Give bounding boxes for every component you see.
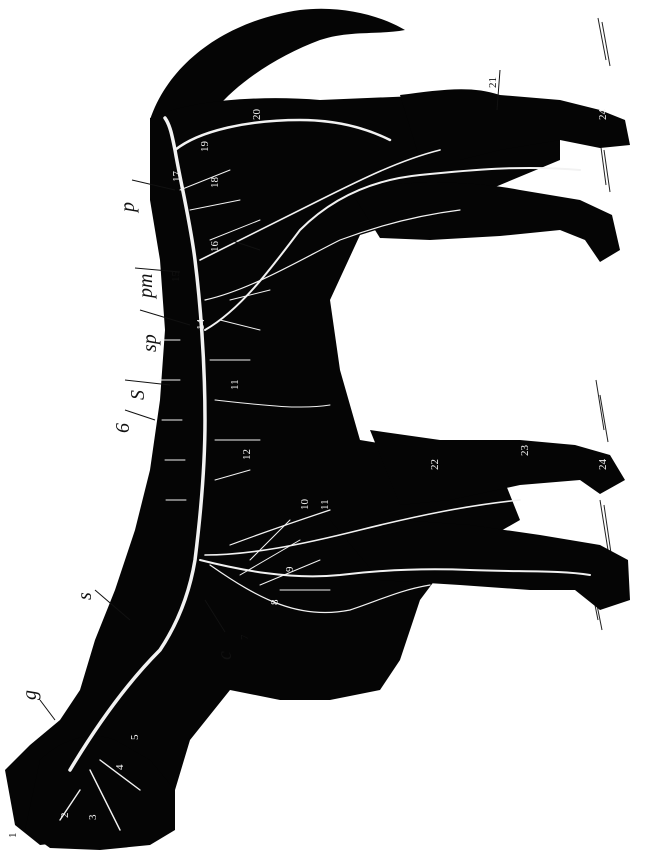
label-S: S [128,390,148,400]
label-16: 16 [210,241,221,252]
hind-leg-near [350,183,620,263]
label-20: 20 [252,109,263,120]
label-sp: sp [140,334,160,352]
label-22: 22 [430,459,441,470]
label-7: 7 [240,635,251,641]
label-c: c [215,651,235,660]
label-3: 3 [88,815,99,821]
label-pm: pm [136,274,156,298]
label-s-upper: s [75,592,95,600]
label-g: g [20,690,40,700]
label-14: 14 [196,319,207,330]
label-5: 5 [130,735,141,741]
label-15: 15 [171,271,182,282]
label-18: 18 [210,177,221,188]
label-8: 8 [270,600,281,606]
label-23: 23 [520,445,531,456]
label-21: 21 [488,77,499,88]
label-24-fore: 24 [598,459,609,470]
label-2: 2 [60,813,71,819]
label-p: p [118,202,138,212]
label-6: 6 [113,423,133,433]
label-1: 1 [8,833,19,839]
label-12: 12 [242,449,253,460]
label-11-fore: 11 [320,499,331,510]
label-4: 4 [115,765,126,771]
label-9: 9 [285,567,296,573]
label-24-hind: 24 [598,109,609,120]
label-17: 17 [172,171,183,182]
label-11-chest: 11 [230,379,241,390]
label-19: 19 [200,141,211,152]
label-10: 10 [300,499,311,510]
